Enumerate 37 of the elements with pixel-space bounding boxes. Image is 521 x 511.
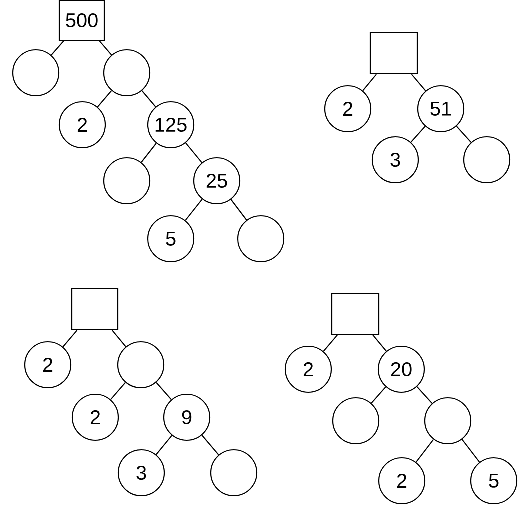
number-box: 500 — [58, 0, 106, 42]
branch-line — [51, 40, 64, 56]
branch-line — [410, 126, 426, 143]
answer-circle — [210, 449, 258, 497]
answer-circle — [117, 341, 165, 389]
branch-line — [156, 435, 172, 456]
branch-line — [186, 142, 202, 164]
branch-line — [371, 386, 386, 404]
branch-line — [142, 90, 156, 108]
branch-line — [99, 40, 112, 56]
answer-circle — [237, 215, 285, 263]
branch-line — [97, 90, 112, 108]
branch-line — [185, 199, 203, 221]
branch-line — [411, 74, 426, 92]
answer-box — [331, 292, 380, 336]
branch-line — [456, 126, 472, 143]
branch-line — [416, 439, 434, 463]
branch-line — [156, 382, 172, 400]
answer-circle — [103, 49, 151, 97]
branch-line — [416, 386, 433, 404]
branch-line — [372, 334, 387, 352]
answer-circle — [12, 49, 60, 97]
branch-line — [362, 74, 377, 92]
answer-circle — [424, 397, 472, 445]
answer-circle — [463, 136, 511, 184]
branch-line — [141, 143, 157, 163]
branch-line — [62, 330, 78, 348]
branch-line — [112, 330, 126, 348]
answer-box — [370, 32, 418, 75]
answer-box — [71, 288, 119, 331]
branch-line — [323, 334, 338, 352]
branch-line — [462, 439, 480, 463]
answer-circle — [332, 397, 380, 445]
answer-circle — [103, 157, 151, 205]
branch-line — [202, 435, 220, 456]
branch-line — [230, 199, 248, 221]
branch-line — [110, 382, 126, 400]
